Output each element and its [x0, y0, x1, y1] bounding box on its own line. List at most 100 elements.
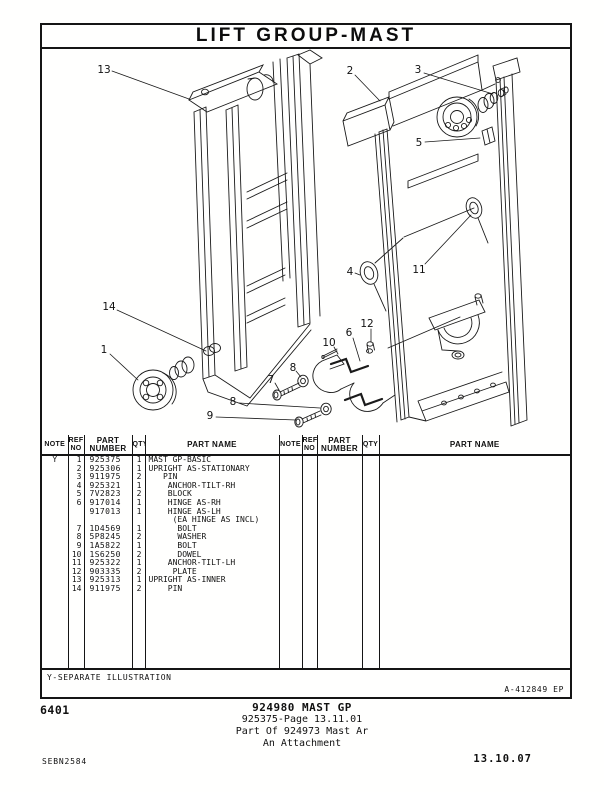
page-frame: LIFT GROUP-MAST: [40, 23, 572, 699]
cell-empty: [278, 455, 302, 465]
cell-note: [42, 585, 68, 594]
cell-qty: 1: [131, 524, 145, 534]
cell-empty: [361, 524, 379, 534]
callout-12: 12: [360, 318, 373, 330]
cell-ref: 14: [67, 584, 84, 594]
cell-part: [83, 516, 132, 525]
cell-empty: [316, 507, 362, 517]
anchor-tilt-ears: [359, 197, 489, 312]
cell-part: 917014: [83, 498, 132, 508]
callout-8b: 8: [230, 396, 237, 408]
cell-empty: [278, 516, 302, 525]
hinge-rh-drawing: [428, 293, 486, 360]
callout-11: 11: [412, 264, 425, 276]
col-name-right: PART NAME: [378, 435, 570, 456]
cell-empty: [278, 533, 302, 542]
cell-ref: [67, 507, 84, 517]
cell-empty: [278, 541, 302, 551]
cell-empty: [301, 516, 317, 525]
cell-part: 1D4569: [83, 524, 132, 534]
cell-ref: 8: [67, 533, 84, 542]
cell-empty: [361, 567, 379, 577]
cell-empty: [361, 516, 379, 525]
cell-qty: 1: [131, 541, 145, 551]
cell-note: [42, 482, 68, 491]
cell-name: MAST GP-BASIC: [144, 455, 279, 465]
cell-name: BOLT: [144, 541, 279, 551]
cell-empty: [361, 593, 379, 668]
cell-name: UPRIGHT AS-STATIONARY: [144, 464, 279, 474]
cell-empty: [361, 464, 379, 474]
page-code: 6401: [40, 703, 70, 717]
cell-empty: [278, 593, 302, 668]
cell-empty: [361, 473, 379, 482]
cell-empty: [301, 490, 317, 499]
doc-number: SEBN2584: [42, 757, 87, 766]
cell-empty: [278, 481, 302, 491]
col-name-left: PART NAME: [144, 435, 279, 456]
cell-note: [42, 499, 68, 508]
cell-name: HINGE AS-LH: [144, 507, 279, 517]
callout-labels: 13 2 3 5 4 11 14 1 10 6 12 8 7 8 9: [97, 64, 425, 422]
cell-empty: [361, 541, 379, 551]
hinge-lh-exploded: [312, 341, 396, 412]
table-filler-row: [42, 593, 570, 668]
cell-empty: [316, 516, 362, 525]
cell-note: [42, 473, 68, 482]
cell-qty: 2: [131, 533, 145, 542]
part-of-line: Part Of 924973 Mast Ar: [235, 726, 369, 737]
cell-ref: 6: [67, 498, 84, 508]
col-note-right: NOTE: [278, 435, 302, 456]
cell-qty: 2: [131, 550, 145, 560]
cell-empty: [301, 455, 317, 465]
cell-empty: [378, 524, 570, 534]
cell-ref: 10: [67, 550, 84, 560]
cell-name: PIN: [144, 473, 279, 482]
cell-name: ANCHOR-TILT-RH: [144, 481, 279, 491]
cell-empty: [378, 541, 570, 551]
cell-part: 911975: [83, 584, 132, 594]
cell-name: DOWEL: [144, 550, 279, 560]
mast-diagram-svg: 13 2 3 5 4 11 14 1 10 6 12 8 7 8 9: [97, 49, 528, 428]
bolt-washer-hardware: [272, 374, 332, 428]
mast-diagram: 13 2 3 5 4 11 14 1 10 6 12 8 7 8 9: [42, 49, 570, 435]
callout-9: 9: [207, 410, 214, 422]
cell-empty: [378, 473, 570, 482]
cell-ref: 11: [67, 559, 84, 568]
cell-empty: [378, 464, 570, 474]
cell-note: [42, 559, 68, 568]
callout-2: 2: [347, 65, 354, 77]
cell-note: Y: [52, 455, 58, 464]
cell-qty: 1: [131, 455, 145, 465]
cell-note: [42, 525, 68, 534]
cell-part: 925322: [83, 559, 132, 568]
cell-empty: [378, 516, 570, 525]
cell-empty: [316, 498, 362, 508]
cell-empty: [316, 473, 362, 482]
cell-empty: [378, 455, 570, 465]
cell-empty: [378, 481, 570, 491]
drawing-number: A-412849 EP: [504, 685, 564, 694]
cell-name: HINGE AS-RH: [144, 498, 279, 508]
cell-qty: 1: [131, 498, 145, 508]
callout-8a: 8: [290, 362, 297, 374]
cell-part: 903335: [83, 567, 132, 577]
cell-empty: [316, 584, 362, 594]
cell-empty: [316, 576, 362, 585]
cell-note: [42, 465, 68, 474]
cell-empty: [316, 533, 362, 542]
note-legend: Y-SEPARATE ILLUSTRATION: [47, 673, 172, 682]
cell-part: 1A5822: [83, 541, 132, 551]
cell-empty: [278, 567, 302, 577]
cell-note: [42, 516, 68, 525]
cell-empty: [316, 524, 362, 534]
